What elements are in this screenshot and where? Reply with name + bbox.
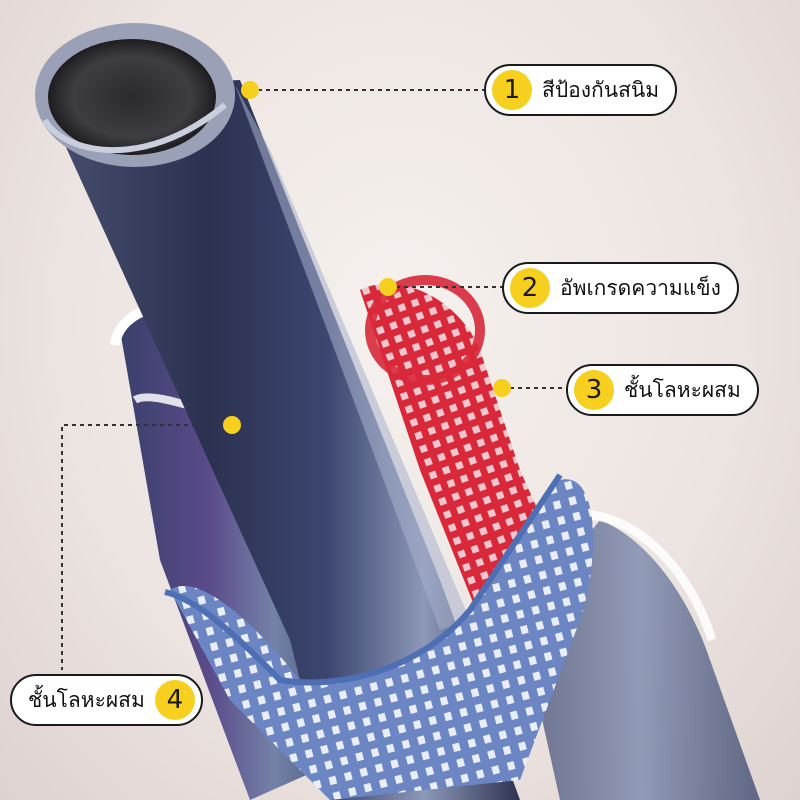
callout-hardness-upgrade: 2 อัพเกรดความแข็ง — [502, 262, 739, 314]
callout-label: ชั้นโลหะผสม — [624, 377, 741, 402]
callout-alloy-layer: 3 ชั้นโลหะผสม — [566, 364, 759, 416]
callout-number-badge: 4 — [154, 680, 195, 720]
callout-number-badge: 2 — [510, 268, 550, 308]
callout-label: ชั้นโลหะผสม — [28, 687, 145, 712]
callout-alloy-layer-outer: ชั้นโลหะผสม 4 — [10, 674, 203, 726]
callout-number-badge: 3 — [574, 370, 614, 410]
callout-label: สีป้องกันสนิม — [542, 77, 660, 102]
callout-number-badge: 1 — [492, 70, 532, 110]
callout-anti-rust-paint: 1 สีป้องกันสนิม — [484, 64, 678, 116]
callout-label: อัพเกรดความแข็ง — [560, 275, 721, 300]
